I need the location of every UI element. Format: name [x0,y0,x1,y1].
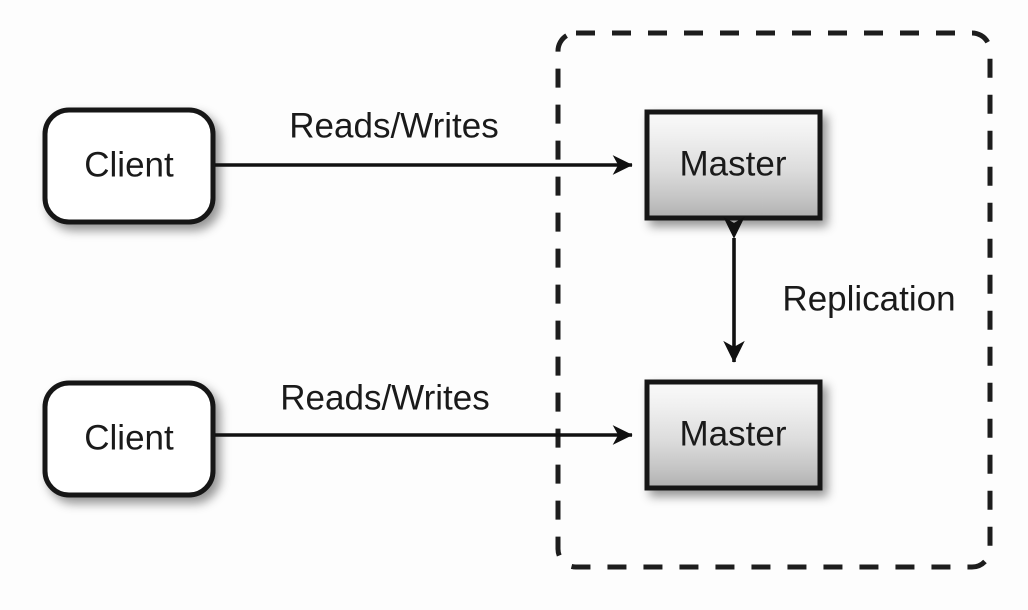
master-top-label: Master [680,144,787,183]
edge-reads-writes-top: Reads/Writes [215,106,633,175]
master-top-shape [644,109,823,221]
client-top-shape [42,107,216,225]
node-master-bottom[interactable]: Master [644,379,823,491]
master-bottom-shape [644,379,823,491]
node-master-top[interactable]: Master [644,109,823,221]
client-bottom-label: Client [84,418,174,457]
node-client-top[interactable]: Client [42,107,216,225]
node-client-bottom[interactable]: Client [42,380,216,498]
client-bottom-shape [42,380,216,498]
master-bottom-label: Master [680,414,787,453]
edge-reads-writes-top-label: Reads/Writes [289,106,498,145]
client-top-label: Client [84,145,174,184]
edge-reads-writes-bottom-label: Reads/Writes [280,378,489,417]
edge-replication: Replication [723,216,956,363]
replication-cluster-boundary [555,30,993,570]
edge-reads-writes-bottom: Reads/Writes [215,378,633,445]
edge-replication-label: Replication [782,279,955,318]
